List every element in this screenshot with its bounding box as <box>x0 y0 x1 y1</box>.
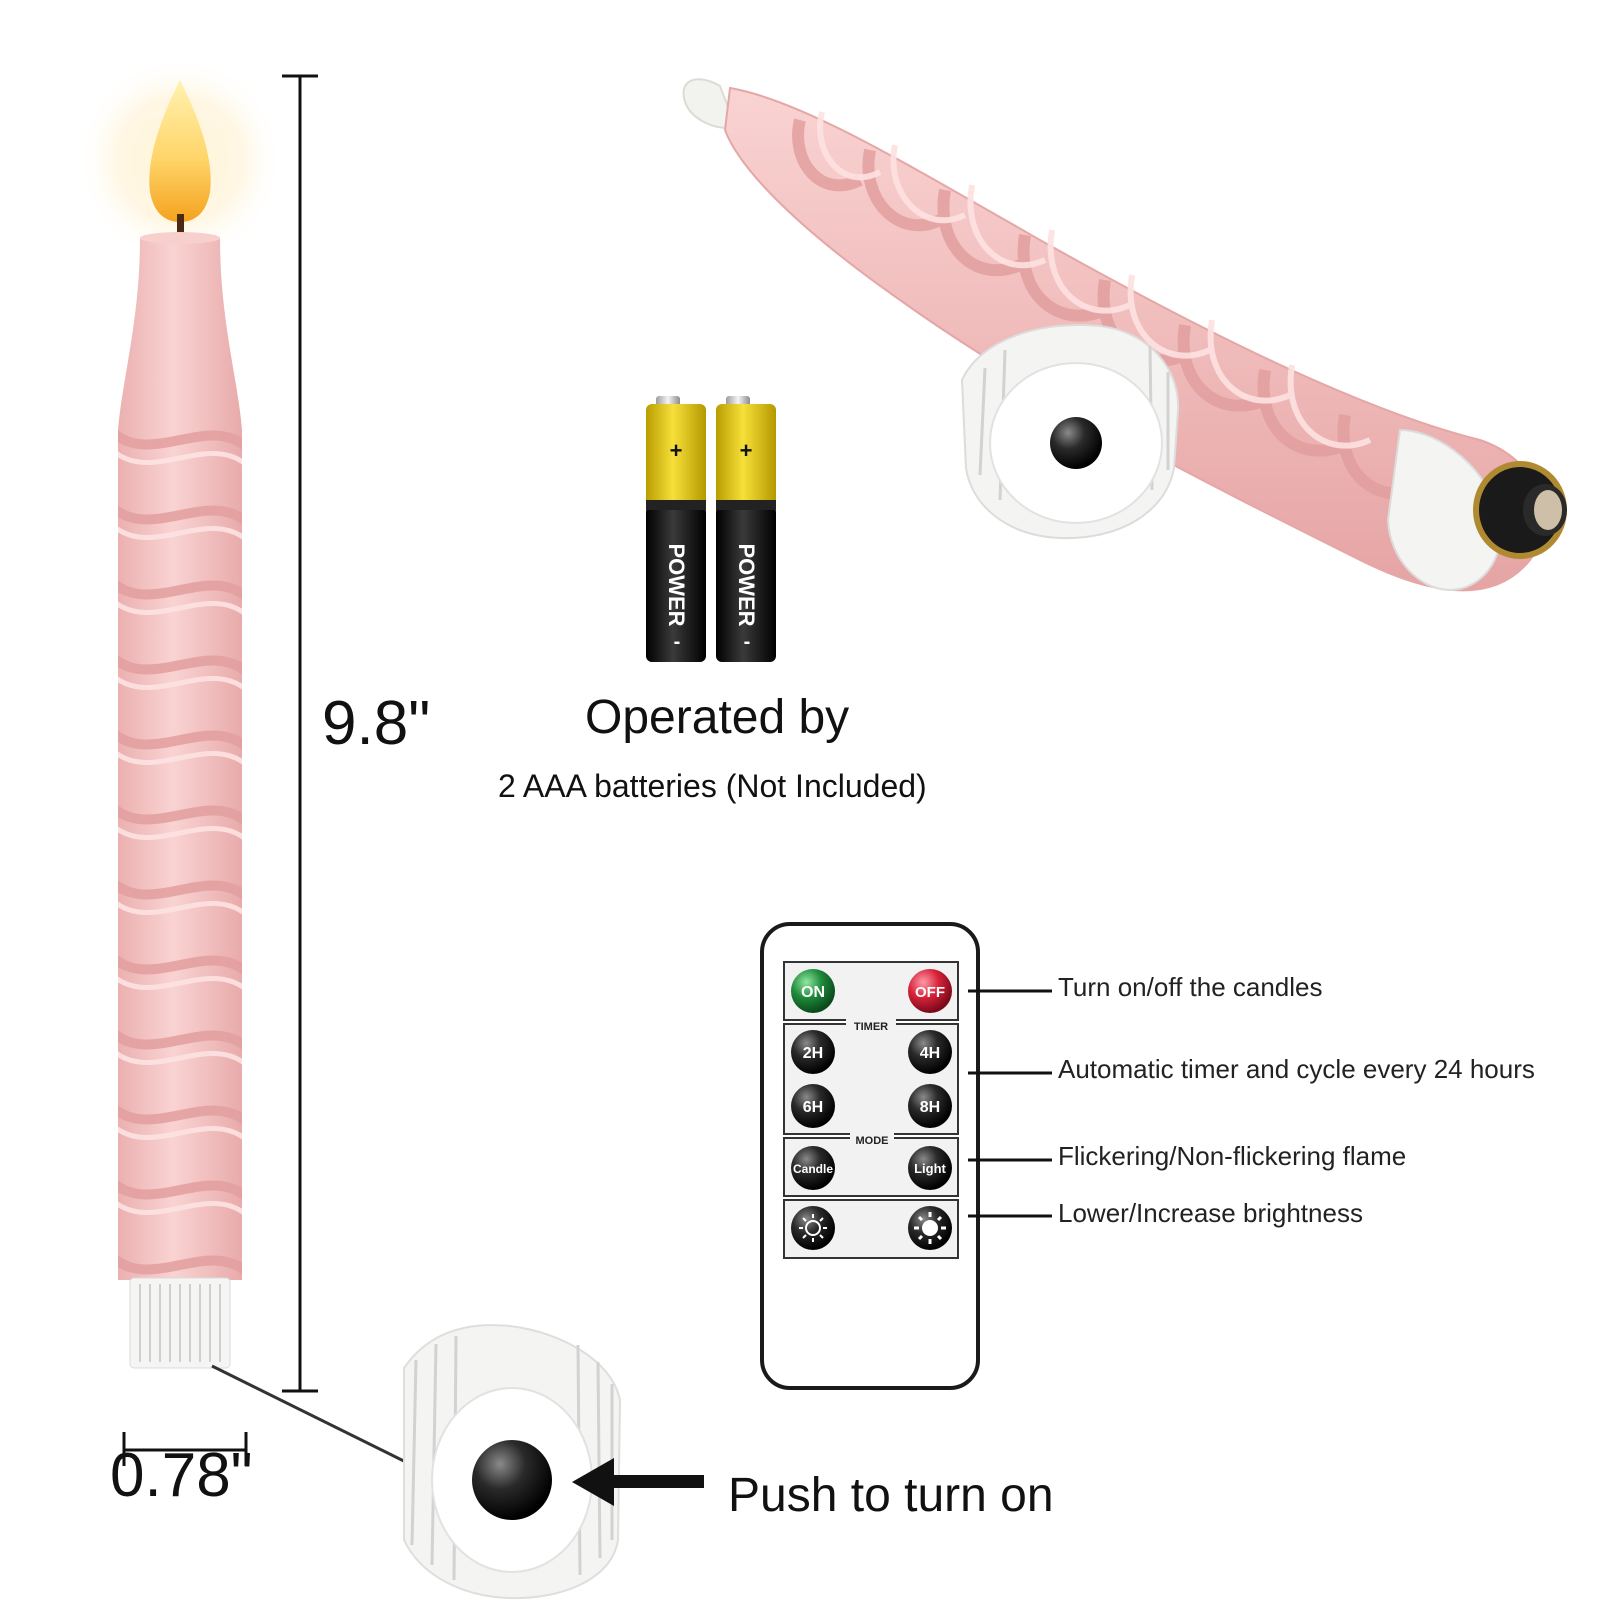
width-dimension-label: 0.78" <box>110 1441 253 1510</box>
remote-mode-candle-button: Candle <box>791 1146 835 1190</box>
feature-timer-label: Automatic timer and cycle every 24 hours <box>1058 1054 1535 1084</box>
svg-text:Light: Light <box>914 1161 946 1176</box>
battery-left: + POWER - <box>646 396 706 662</box>
remote-timer-2h-button: 2H <box>791 1030 835 1074</box>
remote-timer-4h-button: 4H <box>908 1030 952 1074</box>
spiral-ridges <box>118 426 242 1279</box>
feature-brightness-label: Lower/Increase brightness <box>1058 1198 1363 1228</box>
svg-text:MODE: MODE <box>856 1135 889 1147</box>
svg-text:TIMER: TIMER <box>854 1021 888 1033</box>
svg-text:-: - <box>744 631 751 653</box>
flame-icon <box>149 80 211 222</box>
push-arrow-icon <box>572 1458 704 1506</box>
svg-text:6H: 6H <box>803 1099 823 1116</box>
height-dimension-label: 9.8" <box>322 689 431 758</box>
remote-control: ON OFF TIMER 2H 4H 6H 8H MODE <box>760 922 980 1390</box>
svg-text:4H: 4H <box>920 1045 940 1062</box>
power-push-button <box>472 1440 552 1520</box>
svg-text:2H: 2H <box>803 1045 823 1062</box>
svg-text:POWER: POWER <box>664 543 689 626</box>
remote-on-button: ON <box>791 969 835 1013</box>
svg-text:+: + <box>740 438 753 463</box>
brightness-up-icon <box>908 1206 952 1250</box>
svg-text:OFF: OFF <box>915 984 945 1001</box>
remote-mode-light-button: Light <box>908 1146 952 1190</box>
remote-callout-lines <box>968 989 1052 1218</box>
push-to-turn-on-label: Push to turn on <box>728 1469 1054 1522</box>
height-dimension-line <box>282 74 318 1393</box>
remote-off-button: OFF <box>908 969 952 1013</box>
svg-text:-: - <box>674 631 681 653</box>
svg-text:POWER: POWER <box>734 543 759 626</box>
brightness-down-icon <box>791 1206 835 1250</box>
remote-timer-6h-button: 6H <box>791 1084 835 1128</box>
base-leader-line <box>211 1364 433 1477</box>
wick <box>177 214 184 236</box>
svg-text:+: + <box>670 438 683 463</box>
remote-timer-8h-button: 8H <box>908 1084 952 1128</box>
feature-flicker-label: Flickering/Non-flickering flame <box>1058 1141 1407 1171</box>
base-cap <box>960 324 1180 540</box>
batteries-title: Operated by <box>585 691 850 744</box>
standing-candle <box>75 55 285 1369</box>
svg-text:ON: ON <box>801 984 825 1001</box>
svg-text:Candle: Candle <box>793 1162 833 1176</box>
base-closeup <box>403 1324 622 1600</box>
feature-on-off-label: Turn on/off the candles <box>1058 972 1323 1002</box>
svg-text:8H: 8H <box>920 1099 940 1116</box>
battery-right: + POWER - <box>716 396 776 662</box>
width-dimension-line <box>122 1432 248 1466</box>
batteries-subtitle: 2 AAA batteries (Not Included) <box>498 768 927 804</box>
